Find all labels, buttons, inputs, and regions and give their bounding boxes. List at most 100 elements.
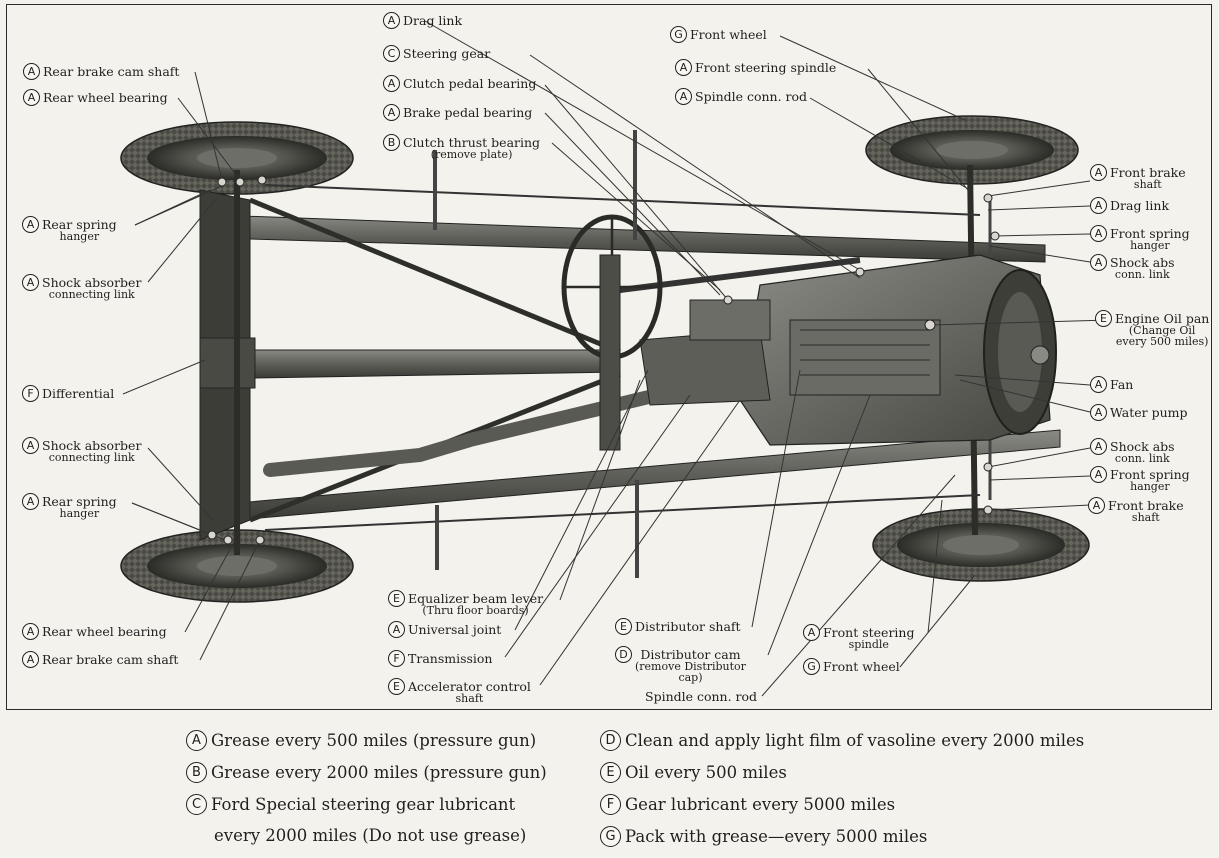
legend-text: every 2000 miles (Do not use grease) — [214, 826, 527, 845]
letter-badge: A — [1090, 376, 1107, 393]
letter-badge: F — [388, 650, 405, 667]
letter-badge: A — [383, 12, 400, 29]
label-subtext: hanger — [1130, 480, 1170, 493]
legend-text: Pack with grease—every 5000 miles — [625, 827, 928, 846]
letter-badge: A — [186, 730, 207, 751]
label-subtext: shaft — [1133, 178, 1162, 191]
label-text: Engine Oil pan — [1115, 311, 1210, 326]
letter-badge: A — [22, 651, 39, 668]
label-subtext: hanger — [1130, 239, 1170, 252]
label-drag-link-right: A Drag link — [1090, 197, 1169, 214]
label-text: Transmission — [408, 651, 493, 666]
legend-item-g: G Pack with grease—every 5000 miles — [600, 826, 927, 847]
label-subtext: connecting link — [48, 451, 135, 464]
label-text: Differential — [42, 386, 115, 401]
label-universal-joint: A Universal joint — [388, 621, 502, 638]
letter-badge: A — [675, 88, 692, 105]
letter-badge: A — [1090, 225, 1107, 242]
letter-badge: E — [1095, 310, 1112, 327]
label-subtext: spindle — [848, 638, 889, 651]
letter-badge: A — [803, 624, 820, 641]
label-text: Distributor cam — [640, 647, 741, 662]
label-rear-wheel-bearing-top: A Rear wheel bearing — [23, 89, 168, 106]
control-rods — [433, 130, 639, 578]
legend-text: Gear lubricant every 5000 miles — [625, 795, 896, 814]
letter-badge: E — [600, 762, 621, 783]
label-spindle-conn-rod-top: A Spindle conn. rod — [675, 88, 808, 105]
label-equalizer-beam-lever: E Equalizer beam lever(Thru floor boards… — [388, 590, 543, 616]
letter-badge: A — [1090, 404, 1107, 421]
label-text: Clutch thrust bearing — [403, 135, 541, 150]
label-fan: A Fan — [1090, 376, 1134, 393]
lubrication-legend: A Grease every 500 miles (pressure gun) … — [186, 730, 1146, 850]
legend-text: Ford Special steering gear lubricant — [211, 795, 516, 814]
letter-badge: D — [600, 730, 621, 751]
label-text: Clutch pedal bearing — [403, 76, 537, 91]
label-text: Front brake — [1110, 165, 1186, 180]
label-text: Front spring — [1110, 226, 1190, 241]
label-subtext: (Change Oil — [1128, 324, 1196, 337]
letter-badge: A — [1090, 254, 1107, 271]
label-subtext: conn. link — [1114, 452, 1170, 465]
steering-wheel — [561, 214, 861, 451]
label-rear-wheel-bearing-bottom: A Rear wheel bearing — [22, 623, 167, 640]
letter-badge: E — [388, 678, 405, 695]
legend-item-e: E Oil every 500 miles — [600, 762, 787, 783]
label-front-wheel-top: G Front wheel — [670, 26, 767, 43]
letter-badge: A — [675, 59, 692, 76]
legend-text: Grease every 500 miles (pressure gun) — [211, 731, 537, 750]
legend-item-f: F Gear lubricant every 5000 miles — [600, 794, 895, 815]
letter-badge: F — [600, 794, 621, 815]
label-text: Brake pedal bearing — [403, 105, 533, 120]
label-text: Front wheel — [690, 27, 767, 42]
label-text: Distributor shaft — [635, 619, 741, 634]
label-text: Front steering — [823, 625, 915, 640]
label-spindle-conn-rod-bottom: Spindle conn. rod — [645, 690, 757, 703]
letter-badge: E — [615, 618, 632, 635]
label-subtext: connecting link — [48, 288, 135, 301]
letter-badge: A — [22, 216, 39, 233]
label-drag-link-top: A Drag link — [383, 12, 462, 29]
label-brake-pedal-bearing: A Brake pedal bearing — [383, 104, 533, 121]
letter-badge: A — [1088, 497, 1105, 514]
rear-right-wheel — [120, 529, 354, 603]
label-text: Shock abs — [1110, 255, 1175, 270]
letter-badge: E — [388, 590, 405, 607]
label-text: Rear wheel bearing — [42, 624, 167, 639]
label-text: Shock absorber — [42, 275, 142, 290]
leader-lines — [122, 20, 1111, 697]
label-text: Fan — [1110, 377, 1134, 392]
label-subtext-2: every 500 miles) — [1115, 335, 1209, 348]
label-text: Front wheel — [823, 659, 900, 674]
letter-badge: A — [22, 437, 39, 454]
rear-left-wheel — [120, 121, 354, 195]
label-text: Rear brake cam shaft — [43, 64, 180, 79]
label-text: Front steering spindle — [695, 60, 837, 75]
label-text: Shock abs — [1110, 439, 1175, 454]
letter-badge: C — [383, 45, 400, 62]
label-text: Front spring — [1110, 467, 1190, 482]
letter-badge: A — [383, 75, 400, 92]
label-text: Rear wheel bearing — [43, 90, 168, 105]
label-rear-brake-cam-shaft-top: A Rear brake cam shaft — [23, 63, 180, 80]
letter-badge: G — [600, 826, 621, 847]
legend-item-b: B Grease every 2000 miles (pressure gun) — [186, 762, 547, 783]
label-transmission: F Transmission — [388, 650, 493, 667]
letter-badge: A — [388, 621, 405, 638]
letter-badge: A — [383, 104, 400, 121]
label-text: Spindle conn. rod — [695, 89, 808, 104]
legend-item-c-continued: every 2000 miles (Do not use grease) — [214, 826, 526, 845]
legend-item-c: C Ford Special steering gear lubricant — [186, 794, 515, 815]
letter-badge: A — [22, 274, 39, 291]
letter-badge: A — [1090, 466, 1107, 483]
letter-badge: A — [23, 89, 40, 106]
label-text: Universal joint — [408, 622, 502, 637]
letter-badge: B — [186, 762, 207, 783]
